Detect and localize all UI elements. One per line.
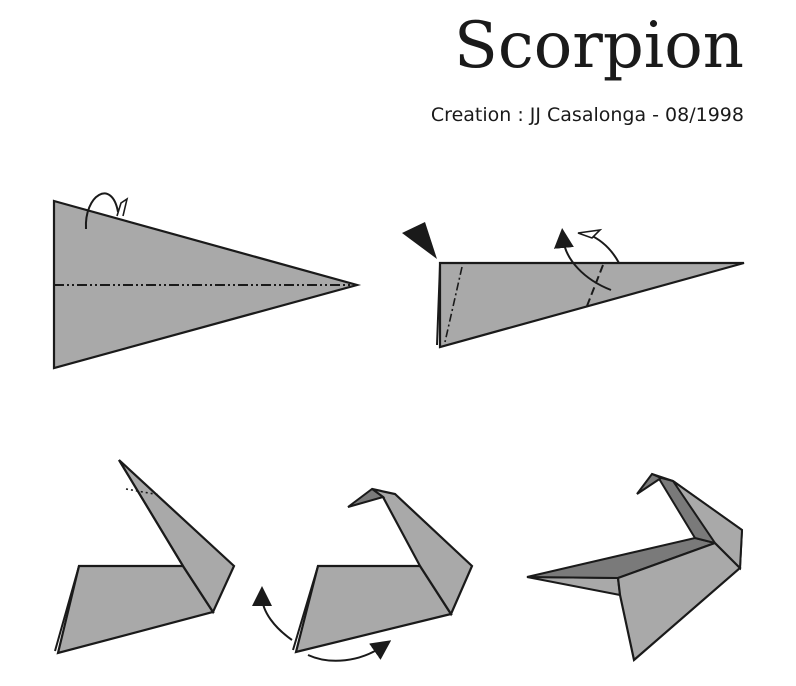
hollow-arrowhead-icon	[116, 197, 129, 217]
reverse-fold-line	[444, 266, 463, 343]
paper-head	[347, 487, 386, 508]
push-arrow-icon	[402, 222, 437, 259]
paper-tail-lower	[526, 576, 622, 597]
mountain-fold-arrow-icon	[84, 192, 119, 230]
valley-fold-line	[586, 264, 604, 307]
paper-body	[616, 541, 742, 663]
hollow-arrowhead-icon	[577, 228, 603, 239]
fold-up-arrow-icon	[553, 228, 612, 291]
page-title: Scorpion	[454, 9, 744, 83]
paper-triangle	[438, 261, 745, 349]
rotate-arrow-right-icon	[307, 640, 392, 662]
step-4	[252, 487, 474, 662]
paper-head	[636, 472, 664, 495]
paper-body	[56, 564, 215, 655]
paper-neck	[672, 480, 744, 571]
creator-credit: Creation : JJ Casalonga - 08/1998	[430, 104, 744, 126]
step-2	[402, 222, 745, 349]
step-5	[526, 472, 744, 663]
step-1	[52, 192, 362, 370]
step-3	[54, 459, 236, 655]
rotate-arrow-left-icon	[252, 586, 293, 641]
crease-line	[125, 488, 161, 496]
